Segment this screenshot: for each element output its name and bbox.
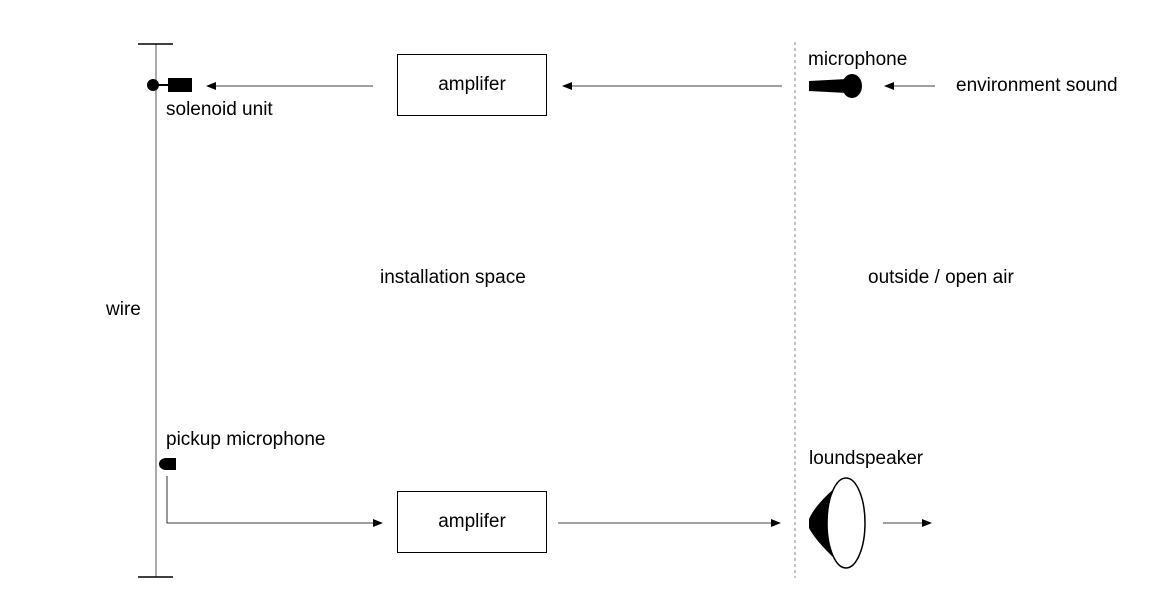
amplifier-top-box: amplifer bbox=[397, 54, 547, 116]
wire-label: wire bbox=[106, 299, 141, 320]
solenoid-unit-label: solenoid unit bbox=[166, 99, 273, 120]
pickup-microphone-icon bbox=[159, 458, 176, 470]
solenoid-unit-icon bbox=[147, 78, 192, 92]
pickup-microphone-label: pickup microphone bbox=[166, 429, 326, 450]
environment-sound-label: environment sound bbox=[956, 75, 1118, 96]
amplifier-bottom-box: amplifer bbox=[397, 491, 547, 553]
arrow-pickup-to-amp bbox=[166, 476, 383, 527]
loudspeaker-label: loundspeaker bbox=[809, 448, 924, 469]
microphone-icon bbox=[809, 74, 862, 98]
microphone-label: microphone bbox=[808, 49, 908, 70]
installation-space-label: installation space bbox=[380, 267, 526, 288]
amplifier-bottom-label: amplifer bbox=[438, 511, 506, 532]
loudspeaker-icon bbox=[809, 477, 866, 569]
amplifier-top-label: amplifer bbox=[438, 74, 506, 95]
outside-label: outside / open air bbox=[868, 267, 1014, 288]
